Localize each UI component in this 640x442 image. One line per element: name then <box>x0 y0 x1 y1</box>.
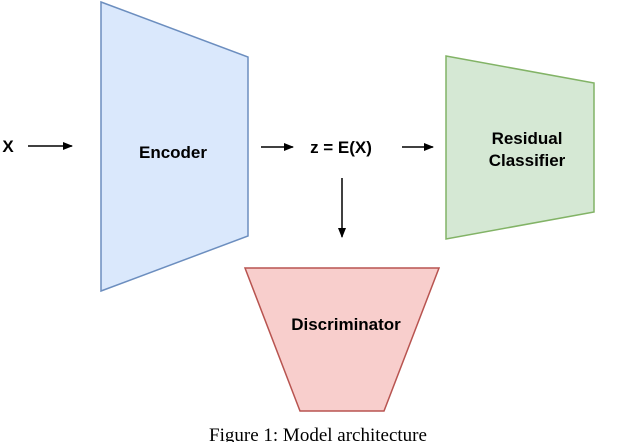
classifier-label-line1: Residual <box>492 129 563 148</box>
encoder-block <box>100 0 249 293</box>
discriminator-label: Discriminator <box>291 315 401 334</box>
input-label: X <box>2 137 14 156</box>
discriminator-block <box>243 267 441 412</box>
encoder-label: Encoder <box>139 143 207 162</box>
latent-label: z = E(X) <box>310 138 372 157</box>
classifier-label-line2: Classifier <box>489 151 566 170</box>
residual-classifier-block <box>445 55 595 240</box>
figure-caption: Figure 1: Model architecture <box>209 425 427 442</box>
